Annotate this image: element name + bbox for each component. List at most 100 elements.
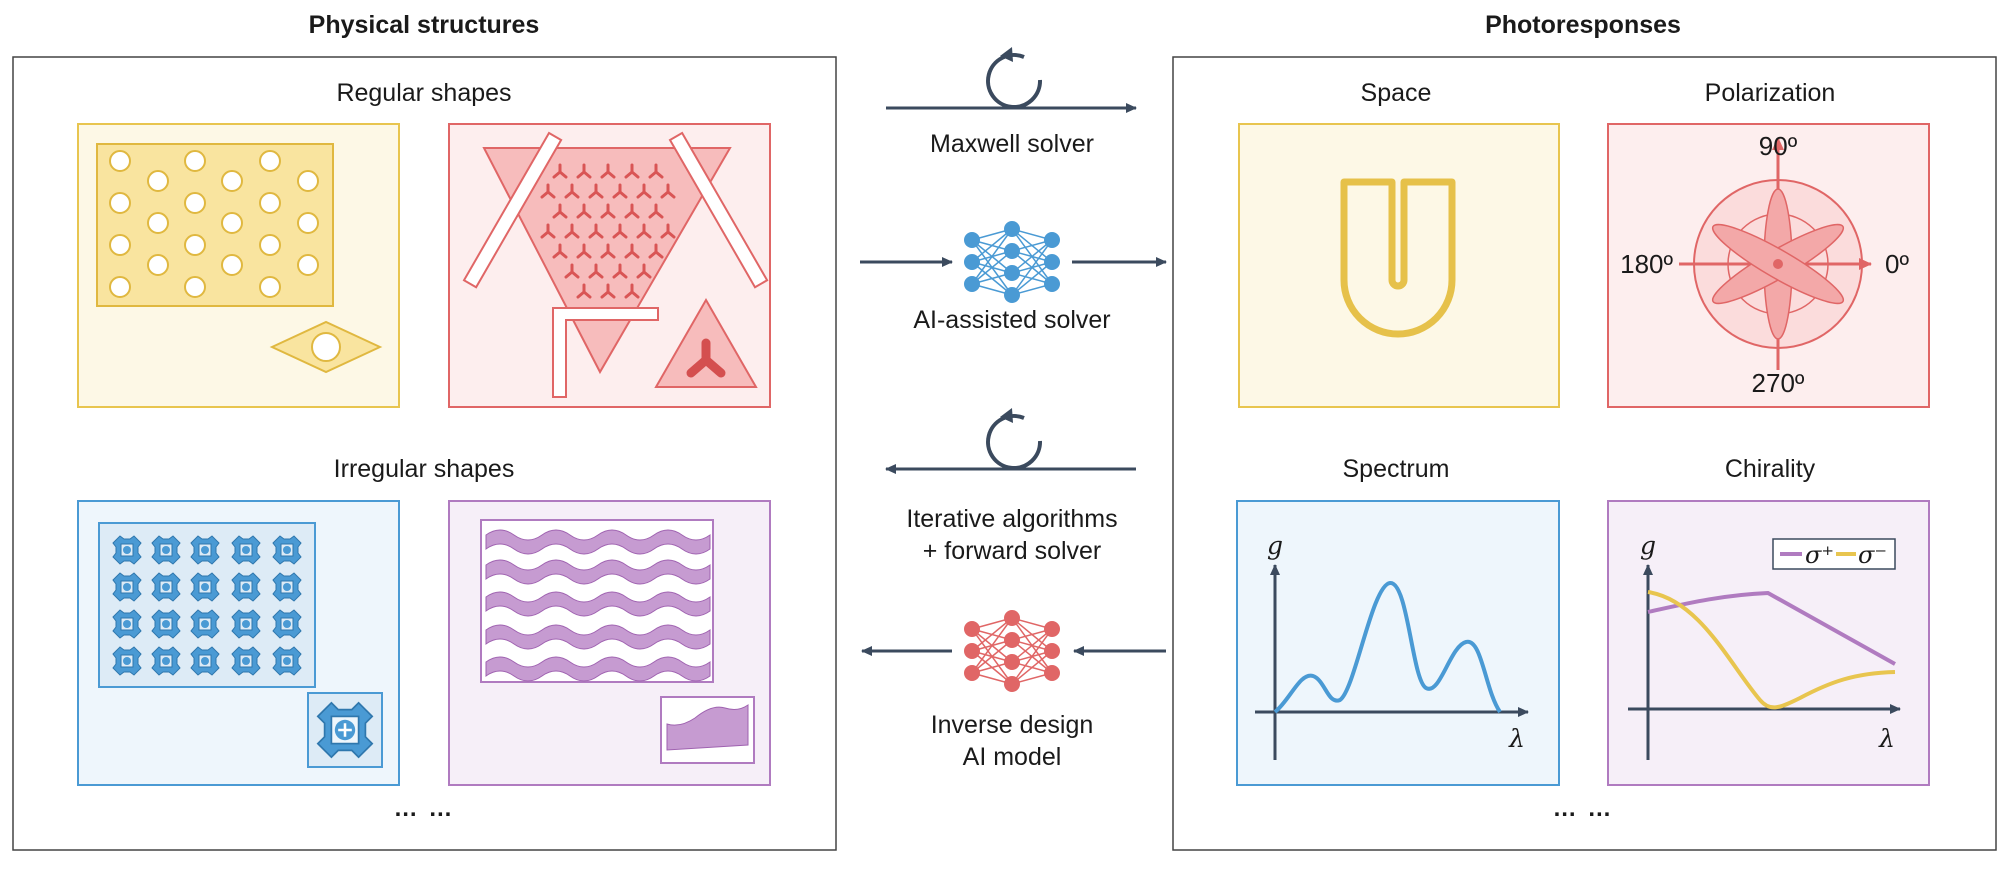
meta-atom [190, 609, 220, 639]
nn-node [964, 643, 980, 659]
tripod-cell [552, 163, 568, 179]
space-title: Space [1361, 79, 1432, 107]
tripod-lattice [540, 163, 676, 299]
nn-node [964, 254, 980, 270]
meta-atom [151, 609, 181, 639]
tripod-cell [588, 263, 604, 279]
nn-node [1044, 232, 1060, 248]
hole [109, 234, 131, 256]
red-l-bracket [552, 307, 659, 398]
meta-atom [112, 646, 142, 676]
nn-node [1044, 665, 1060, 681]
tripod-cell [648, 163, 664, 179]
more-structures-ellipsis: … … [394, 795, 455, 822]
tripod-cell [612, 183, 628, 199]
loop-icon [986, 53, 1043, 110]
chirality-title: Chirality [1725, 455, 1816, 483]
chirality-tile: σ⁺ σ⁻ g λ [1607, 500, 1930, 786]
tripod-cell [576, 163, 592, 179]
purple-wave-tile [448, 500, 771, 786]
tripod-cell [624, 243, 640, 259]
hole [184, 192, 206, 214]
tripod-cell [600, 283, 616, 299]
meta-atom [151, 572, 181, 602]
photoresponses-heading: Photoresponses [1485, 11, 1681, 39]
nn-node [964, 621, 980, 637]
iterative-label-line2: + forward solver [923, 537, 1102, 565]
nn-node [964, 232, 980, 248]
maxwell-solver-arrow: Maxwell solver [886, 47, 1137, 158]
hole [297, 254, 319, 276]
irregular-shapes-title: Irregular shapes [334, 455, 515, 483]
meta-atom [231, 572, 261, 602]
wave-strip [485, 656, 711, 682]
neural-network-icon [964, 610, 1060, 692]
nn-node [1044, 276, 1060, 292]
tripod-cell [636, 263, 652, 279]
meta-atom [231, 609, 261, 639]
meta-atom [151, 646, 181, 676]
u-shaped-field-pattern [1340, 178, 1456, 338]
hole [184, 276, 206, 298]
hole [184, 150, 206, 172]
tripod-cell [588, 223, 604, 239]
nn-node [1004, 243, 1020, 259]
freeform-meta-atom-grid [112, 535, 302, 676]
tripod-cell [576, 283, 592, 299]
tripod-cell [600, 203, 616, 219]
more-responses-ellipsis: … … [1553, 795, 1614, 822]
wave-strip [485, 529, 711, 555]
chirality-y-label: g [1640, 531, 1656, 560]
tripod-cell [624, 283, 640, 299]
meta-atom [190, 646, 220, 676]
tripod-cell [660, 183, 676, 199]
tripod-cell [588, 183, 604, 199]
nn-node [1044, 254, 1060, 270]
sigma-minus-curve [1647, 590, 1896, 710]
physical-structures-panel [12, 56, 837, 851]
polar-label-270: 270º [1752, 368, 1805, 398]
hole [109, 276, 131, 298]
nn-node [1044, 643, 1060, 659]
hole [259, 192, 281, 214]
spectrum-y-label: g [1267, 531, 1283, 560]
legend-sigma-plus: σ⁺ [1805, 541, 1834, 569]
meta-atom [112, 535, 142, 565]
tripod-cell [564, 263, 580, 279]
ai-solver-arrow: AI-assisted solver [860, 221, 1167, 334]
regular-shapes-title: Regular shapes [336, 79, 511, 107]
polarization-tile: 90º 180º 0º 270º [1607, 123, 1930, 408]
tripod-cell [648, 203, 664, 219]
wave-strip [485, 591, 711, 617]
inverse-design-label-line2: AI model [963, 743, 1062, 771]
hole [184, 234, 206, 256]
meta-atom [272, 646, 302, 676]
tripod-cell [600, 163, 616, 179]
meta-atom [272, 535, 302, 565]
wave-strip [485, 624, 711, 650]
tripod-cell [660, 223, 676, 239]
yellow-hole-array-tile [77, 123, 400, 408]
tripod-cell [540, 223, 556, 239]
red-triangle [482, 147, 732, 375]
tripod-cell [552, 243, 568, 259]
blue-freeform-tile [77, 500, 400, 786]
hole [147, 212, 169, 234]
iterative-algorithms-arrow: Iterative algorithms + forward solver [885, 408, 1136, 565]
nn-node [964, 276, 980, 292]
meta-atom [112, 609, 142, 639]
tripod-cell [636, 223, 652, 239]
hole [297, 212, 319, 234]
hole [221, 254, 243, 276]
tripod-cell [576, 203, 592, 219]
tripod-cell [624, 203, 640, 219]
inverse-design-label-line1: Inverse design [931, 711, 1094, 739]
nn-node [964, 665, 980, 681]
polar-label-0: 0º [1885, 249, 1909, 279]
tripod-cell [636, 183, 652, 199]
physical-structures-heading: Physical structures [309, 11, 540, 39]
red-triangle-lattice-tile [448, 123, 771, 408]
hole [259, 234, 281, 256]
nn-node [1004, 287, 1020, 303]
